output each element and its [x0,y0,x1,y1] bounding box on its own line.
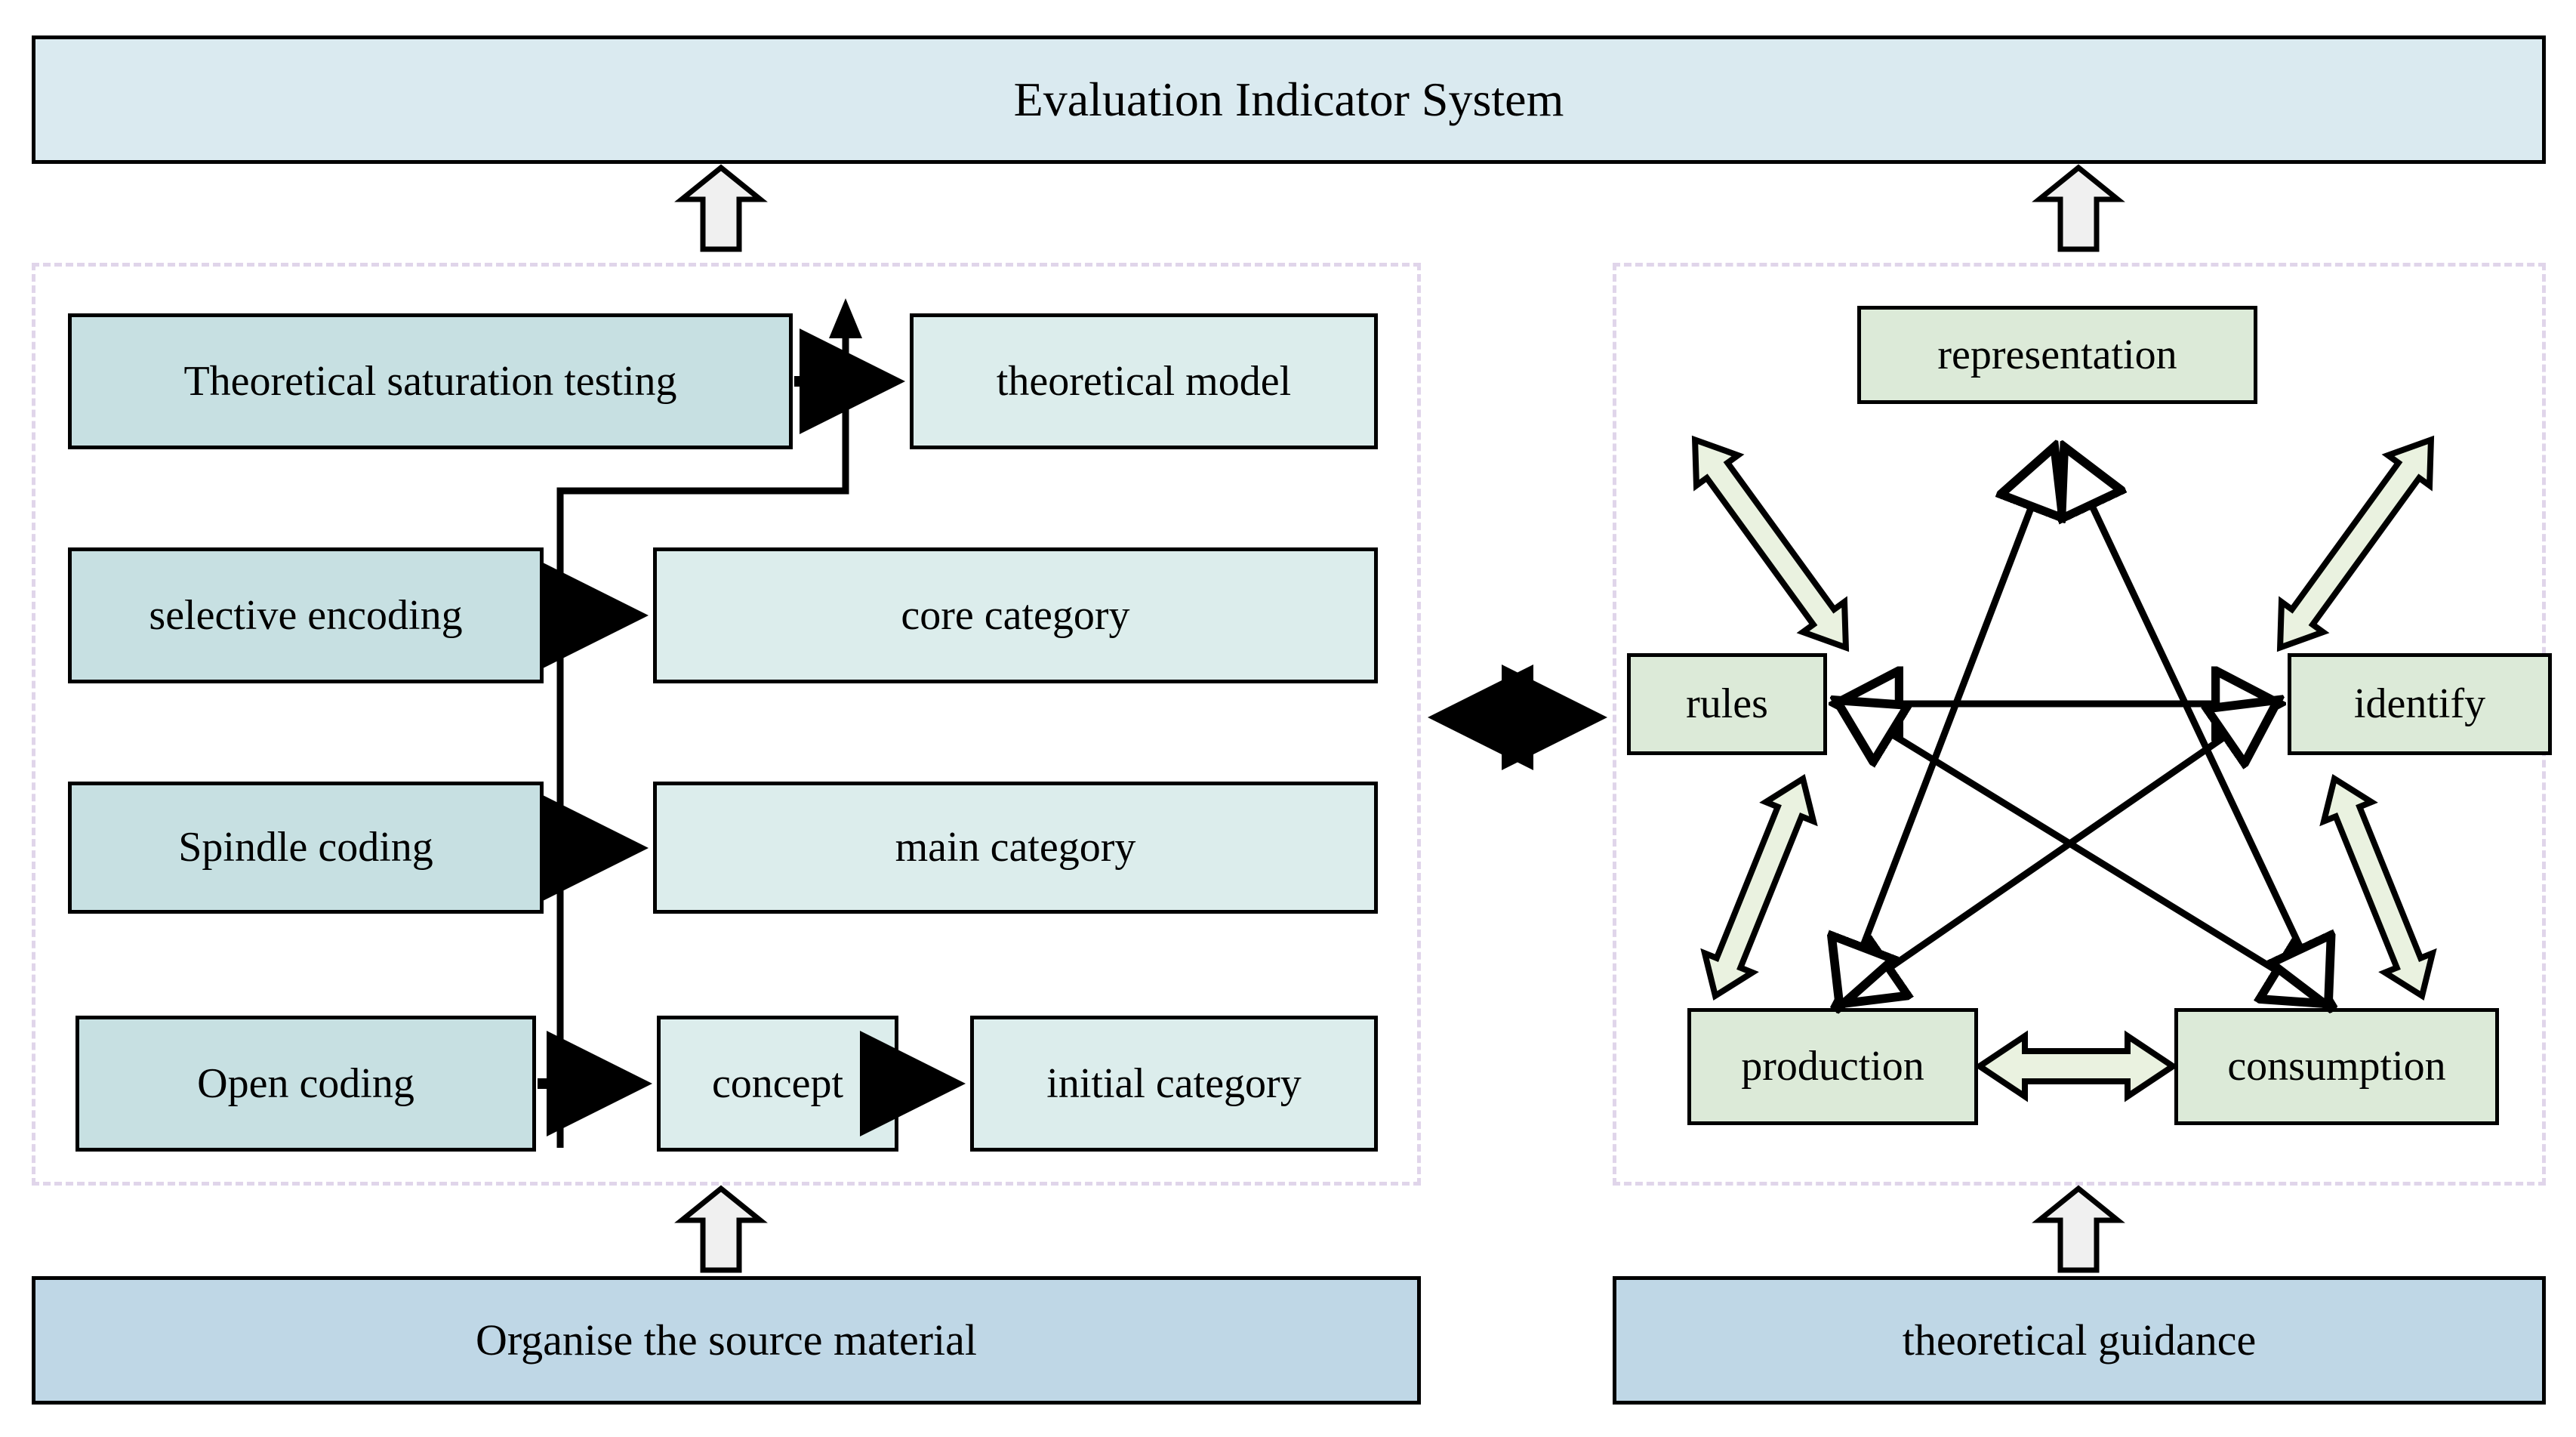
source-bar-label: Organise the source material [475,1315,978,1365]
title-bar-evaluation-indicator-system: Evaluation Indicator System [32,35,2546,164]
output-box-initial-category[interactable]: initial category [970,1016,1378,1152]
process-box-open-coding[interactable]: Open coding [75,1016,536,1152]
process-label: Open coding [197,1059,414,1107]
culture-node-consumption[interactable]: consumption [2174,1008,2499,1125]
culture-node-identify[interactable]: identify [2288,653,2552,755]
process-box-theoretical-saturation-testing[interactable]: Theoretical saturation testing [68,313,793,449]
output-box-theoretical-model[interactable]: theoretical model [910,313,1378,449]
output-label: core category [901,591,1130,639]
output-label: initial category [1046,1059,1302,1107]
process-box-selective-encoding[interactable]: selective encoding [68,547,544,683]
title-bar-label: Evaluation Indicator System [1013,72,1564,127]
output-label: main category [895,824,1136,871]
process-label: selective encoding [149,591,463,639]
block-arrow-theoretical-guidance-to-right-panel [2032,1185,2125,1273]
source-bar-theoretical-guidance: theoretical guidance [1613,1276,2546,1405]
culture-node-label: rules [1686,680,1768,728]
output-box-core-category[interactable]: core category [653,547,1378,683]
culture-node-label: production [1741,1043,1924,1090]
output-label: theoretical model [996,357,1292,405]
block-arrow-source-material-to-left-panel [674,1185,768,1273]
output-box-concept[interactable]: concept [657,1016,898,1152]
block-arrow-right-panel-to-title [2032,164,2125,252]
culture-node-representation[interactable]: representation [1857,306,2257,404]
block-arrow-left-panel-to-title [674,164,768,252]
output-box-main-category[interactable]: main category [653,782,1378,914]
culture-node-rules[interactable]: rules [1627,653,1827,755]
process-box-spindle-coding[interactable]: Spindle coding [68,782,544,914]
output-label: concept [711,1059,844,1107]
process-label: Spindle coding [178,824,433,871]
culture-node-label: consumption [2227,1043,2446,1090]
culture-node-label: representation [1937,331,2177,378]
left-panel-border [32,263,1421,1186]
source-bar-label: theoretical guidance [1902,1315,2257,1365]
culture-node-label: identify [2353,680,2486,728]
process-label: Theoretical saturation testing [183,357,677,405]
source-bar-organise-source-material: Organise the source material [32,1276,1421,1405]
culture-node-production[interactable]: production [1687,1008,1978,1125]
